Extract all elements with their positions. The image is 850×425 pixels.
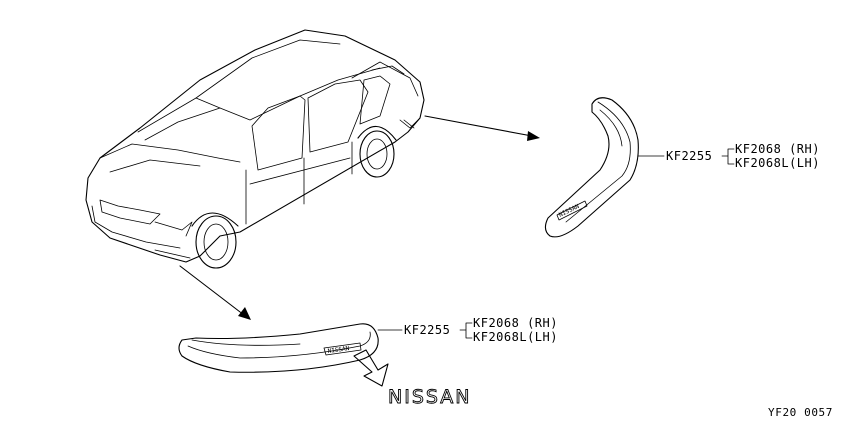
front-badge-text: NISSAN (327, 345, 350, 355)
rear-part-rh: KF2068 (RH) (735, 142, 820, 156)
front-part-lh: KF2068L(LH) (473, 330, 558, 344)
rear-mud-guard: NISSAN (544, 97, 639, 238)
front-part-rh: KF2068 (RH) (473, 316, 558, 330)
car-illustration (85, 29, 425, 269)
front-callout: KF2255 KF2068 (RH) KF2068L(LH) (377, 316, 558, 344)
figure-code: YF20 0057 (768, 406, 833, 419)
rear-part-lh: KF2068L(LH) (735, 156, 820, 170)
front-assembly-number: KF2255 (404, 323, 450, 337)
front-mud-guard: NISSAN (178, 323, 389, 387)
nissan-brand-text: NISSAN (388, 386, 472, 408)
rear-assembly-number: KF2255 (666, 149, 712, 163)
arrow-to-front-part (179, 265, 251, 320)
arrow-to-rear-part (424, 115, 540, 141)
rear-callout: KF2255 KF2068 (RH) KF2068L(LH) (637, 142, 820, 170)
